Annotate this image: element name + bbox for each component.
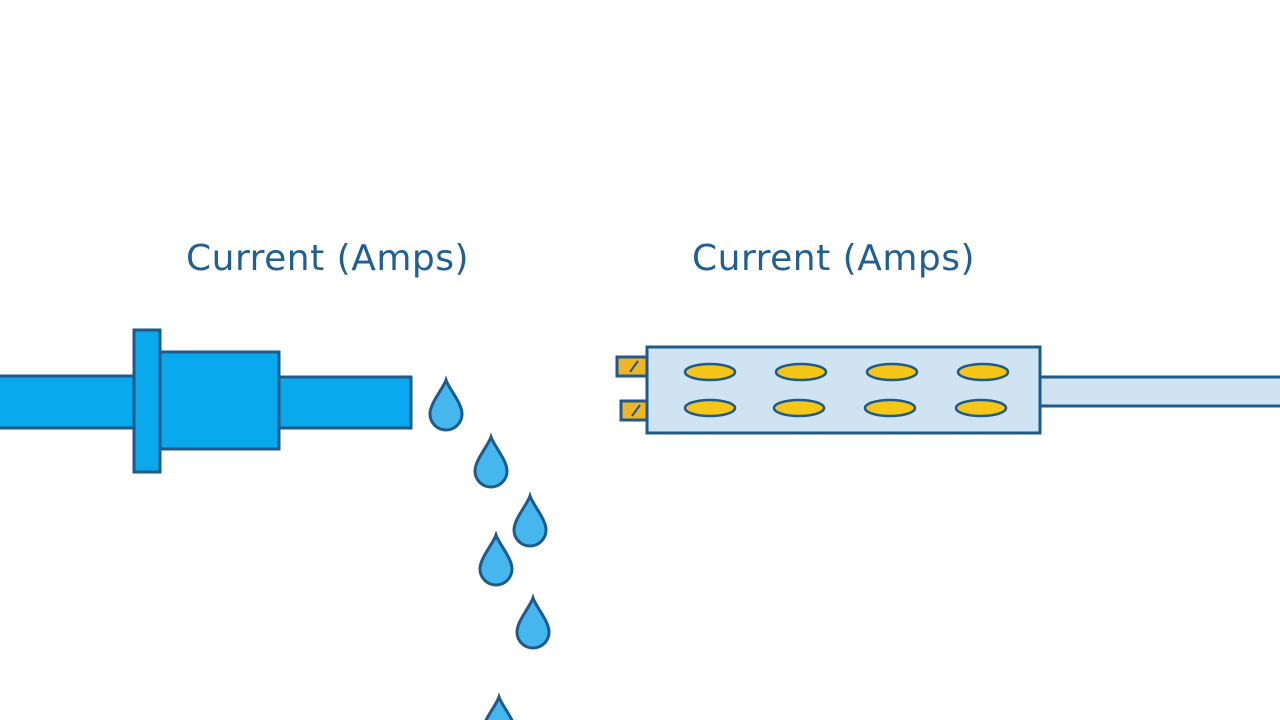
water-hose-icon: [0, 328, 413, 474]
water-drop-icon: [515, 593, 551, 650]
electrical-wire-icon: [1037, 375, 1280, 408]
terminal-pin: [615, 355, 649, 378]
hose-coupling-collar: [132, 328, 162, 474]
connector-body: [645, 345, 1042, 435]
cell: [954, 398, 1008, 418]
water-drop-icon: [512, 491, 548, 548]
water-drop-icon: [428, 375, 464, 432]
connector-cells: [683, 362, 1010, 418]
cell: [865, 362, 919, 382]
cell: [683, 362, 737, 382]
cell: [956, 362, 1010, 382]
hose-current-label: Current (Amps): [186, 238, 470, 279]
cell: [683, 398, 737, 418]
water-drop-icon: [473, 432, 509, 489]
cell: [863, 398, 917, 418]
water-drops: [428, 375, 551, 720]
cell: [772, 398, 826, 418]
hose-coupling-body: [158, 350, 281, 451]
cell: [774, 362, 828, 382]
water-drop-icon: [478, 530, 514, 587]
water-drop-icon: [484, 692, 514, 720]
hose-nozzle: [277, 375, 413, 430]
terminal-pin: [619, 399, 649, 422]
hose-pipe-segment: [0, 374, 139, 430]
wire-current-label: Current (Amps): [692, 238, 976, 279]
wire-connector-icon: [615, 345, 1280, 435]
